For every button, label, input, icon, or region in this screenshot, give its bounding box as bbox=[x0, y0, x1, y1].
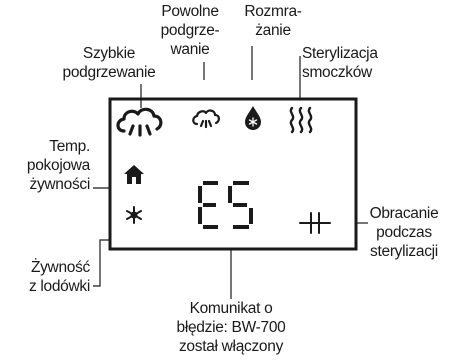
error-code-display bbox=[198, 181, 253, 229]
label-quick-heat: Szybkie podgrzewanie bbox=[62, 45, 156, 81]
label-room-temp: Temp. pokojowa żywności bbox=[26, 138, 90, 193]
label-defrost: Rozmra- żanie bbox=[244, 3, 302, 39]
label-sterilize: Sterylizacja smoczków bbox=[302, 45, 378, 81]
label-rotate: Obracanie podczas sterylizacji bbox=[369, 205, 439, 260]
label-slow-heat: Powolne podgrze- wanie bbox=[160, 3, 220, 58]
slow-heat-icon bbox=[192, 109, 220, 129]
sterilize-icon bbox=[289, 106, 313, 134]
label-fridge: Żywność z lodówki bbox=[28, 259, 90, 295]
rotate-icon bbox=[299, 212, 331, 234]
leader-fridge bbox=[93, 239, 110, 287]
lcd-frame bbox=[108, 97, 358, 251]
snowflake-icon bbox=[126, 206, 142, 224]
home-icon bbox=[124, 165, 144, 184]
label-error: Komunikat o błędzie: BW-700 został włącz… bbox=[176, 300, 286, 355]
error-code-text: E5 bbox=[225, 227, 227, 229]
defrost-icon bbox=[245, 106, 261, 130]
quick-heat-icon bbox=[116, 107, 163, 137]
